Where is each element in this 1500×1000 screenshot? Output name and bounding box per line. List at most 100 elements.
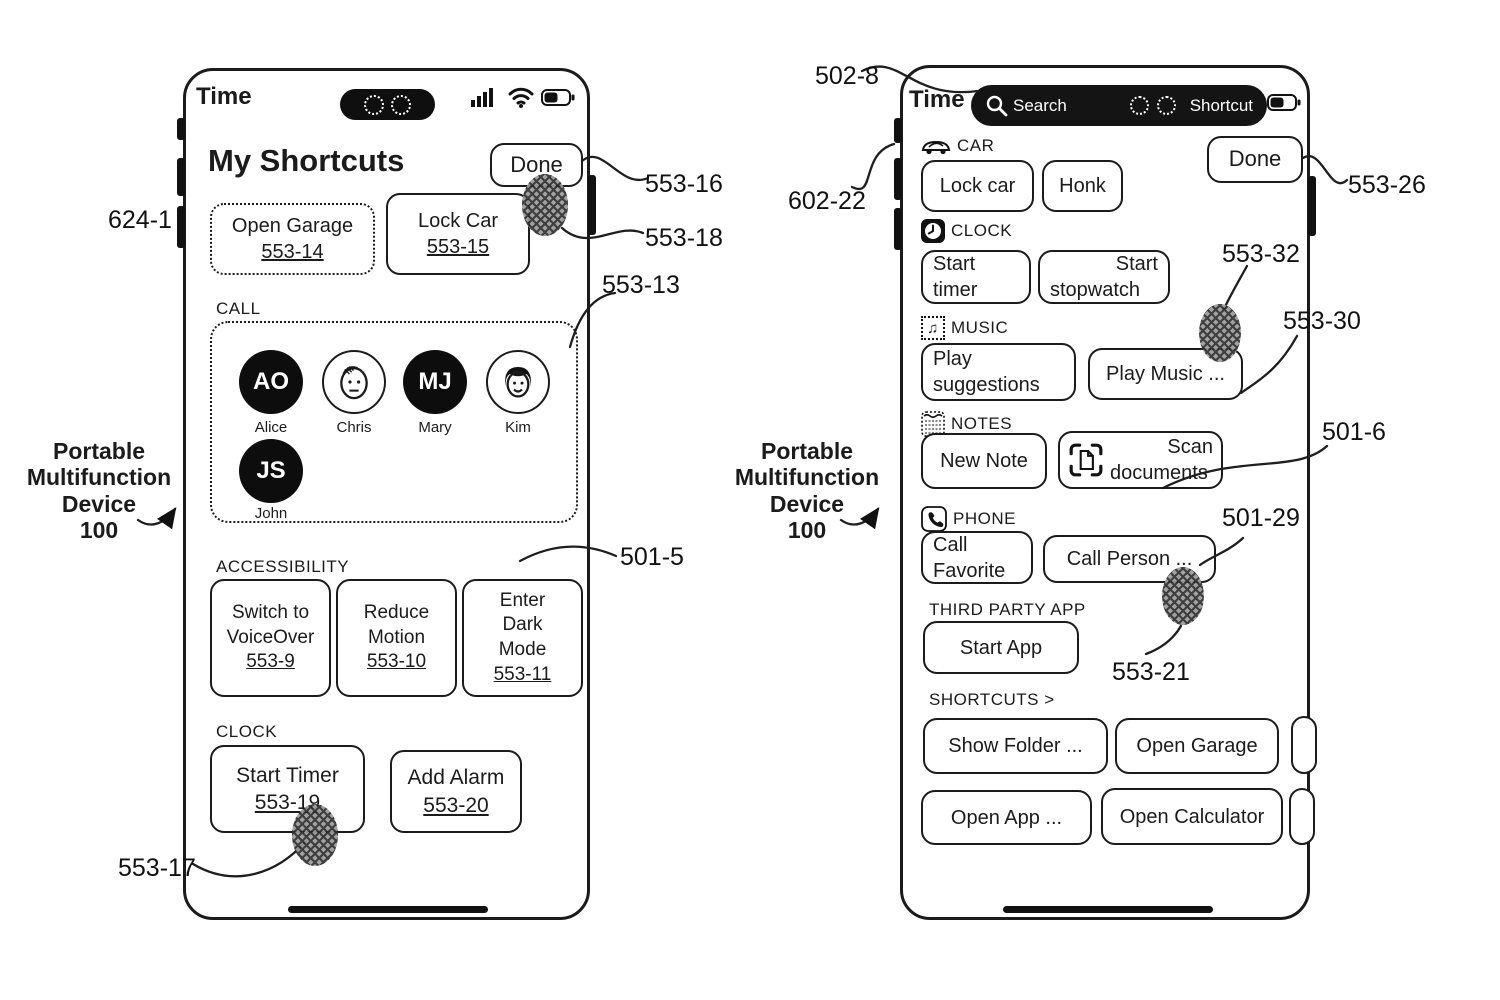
ref-602-22: 602-22: [788, 187, 866, 216]
ref-553-16: 553-16: [645, 170, 723, 199]
music-section-label: ♫ MUSIC: [921, 316, 1008, 340]
left-device-volume-down-button[interactable]: [177, 206, 185, 248]
contact-name: Alice: [226, 419, 316, 436]
shortcuts-partial-button[interactable]: [1289, 788, 1315, 845]
car-honk-button[interactable]: Honk: [1042, 160, 1123, 212]
clock-section-label: CLOCK: [921, 219, 1012, 243]
shortcuts-open-calculator-button[interactable]: Open Calculator: [1101, 788, 1283, 845]
ref-553-26: 553-26: [1348, 171, 1426, 200]
ref-553-30: 553-30: [1283, 307, 1361, 336]
scan-icon: [1068, 442, 1104, 478]
clock-start-stopwatch-button[interactable]: Start stopwatch: [1038, 250, 1170, 304]
chris-face-icon: [331, 358, 377, 406]
left-device-side-button[interactable]: [177, 118, 185, 140]
car-lock-car-button[interactable]: Lock car: [921, 160, 1034, 212]
right-device-side-button[interactable]: [894, 118, 902, 143]
contact-name: Kim: [473, 419, 563, 436]
touch-contact-553-21: [1162, 567, 1204, 625]
contact-alice-avatar[interactable]: AO: [239, 350, 303, 414]
music-play-suggestions-button[interactable]: Play suggestions: [921, 343, 1076, 401]
battery-icon: [1267, 94, 1301, 111]
left-device-volume-up-button[interactable]: [177, 158, 185, 196]
phone-icon: [921, 506, 947, 532]
ref-501-6: 501-6: [1322, 418, 1386, 447]
clock-section-label: CLOCK: [216, 722, 277, 742]
shortcut-start-timer-button[interactable]: Start Timer 553-19: [210, 745, 365, 833]
contact-name: John: [226, 505, 316, 522]
touch-contact-553-18: [522, 174, 568, 236]
left-device-caption: Portable Multifunction Device 100: [14, 438, 184, 544]
home-indicator[interactable]: [1003, 906, 1213, 913]
shortcut-add-alarm-button[interactable]: Add Alarm 553-20: [390, 750, 522, 833]
ref-501-29: 501-29: [1222, 504, 1300, 533]
ref-numeral: 553-15: [427, 234, 489, 260]
ref-553-13: 553-13: [602, 271, 680, 300]
contact-kim-avatar[interactable]: [486, 350, 550, 414]
ref-553-21: 553-21: [1112, 658, 1190, 687]
search-icon: [985, 94, 1009, 118]
car-section-label: CAR: [921, 136, 994, 156]
shortcut-voiceover-button[interactable]: Switch to VoiceOver 553-9: [210, 579, 331, 697]
contact-john-avatar[interactable]: JS: [239, 439, 303, 503]
phone-section-label: PHONE: [921, 506, 1016, 532]
sensor-icon: [391, 95, 411, 115]
touch-contact-553-17: [292, 804, 338, 866]
clock-start-timer-button[interactable]: Start timer: [921, 250, 1031, 304]
contact-mary-avatar[interactable]: MJ: [403, 350, 467, 414]
shortcuts-section-label[interactable]: SHORTCUTS >: [929, 690, 1055, 710]
ref-numeral: 553-14: [261, 239, 323, 265]
status-time: Time: [909, 86, 965, 114]
wifi-icon: [507, 85, 535, 109]
button-label: Lock Car: [418, 208, 498, 234]
search-label: Search: [1013, 96, 1067, 116]
button-label: Open Garage: [232, 213, 353, 239]
contact-name: Chris: [309, 419, 399, 436]
dynamic-island: [340, 89, 435, 120]
right-device-volume-up-button[interactable]: [894, 158, 902, 200]
shortcuts-show-folder-button[interactable]: Show Folder ...: [923, 718, 1108, 774]
third-party-app-section-label: THIRD PARTY APP: [929, 600, 1086, 620]
ref-553-32: 553-32: [1222, 240, 1300, 269]
ref-553-17: 553-17: [118, 854, 196, 883]
search-pill[interactable]: Search Shortcut: [971, 85, 1267, 126]
ref-624-1: 624-1: [108, 206, 172, 235]
signal-icon: [469, 87, 495, 109]
done-button[interactable]: Done: [1207, 136, 1303, 183]
contact-chris-avatar[interactable]: [322, 350, 386, 414]
notes-scan-documents-button[interactable]: Scan documents: [1058, 431, 1223, 489]
third-party-start-app-button[interactable]: Start App: [923, 621, 1079, 674]
accessibility-section-label: ACCESSIBILITY: [216, 557, 349, 577]
ref-553-18: 553-18: [645, 224, 723, 253]
shortcut-label: Shortcut: [1190, 96, 1253, 116]
right-device-power-button[interactable]: [1308, 176, 1316, 236]
right-device-volume-down-button[interactable]: [894, 208, 902, 250]
sensor-icon: [1157, 96, 1176, 115]
shortcut-open-garage-button[interactable]: Open Garage 553-14: [210, 203, 375, 275]
notes-new-note-button[interactable]: New Note: [921, 433, 1047, 489]
left-device-power-button[interactable]: [588, 175, 596, 235]
shortcut-lock-car-button[interactable]: Lock Car 553-15: [386, 193, 530, 275]
camera-icon: [364, 95, 384, 115]
touch-contact-553-32: [1199, 304, 1241, 362]
ref-501-5: 501-5: [620, 543, 684, 572]
page-title: My Shortcuts: [208, 143, 404, 179]
clock-icon: [921, 219, 945, 243]
right-device-frame: Time Search Shortcut Done: [900, 65, 1310, 920]
home-indicator[interactable]: [288, 906, 488, 913]
status-time: Time: [196, 83, 252, 111]
shortcuts-open-garage-button[interactable]: Open Garage: [1115, 718, 1279, 774]
ref-502-8: 502-8: [815, 62, 879, 91]
shortcut-reduce-motion-button[interactable]: Reduce Motion 553-10: [336, 579, 457, 697]
shortcuts-open-app-button[interactable]: Open App ...: [921, 790, 1092, 845]
phone-call-favorite-button[interactable]: Call Favorite: [921, 531, 1033, 584]
camera-icon: [1130, 96, 1149, 115]
right-device-caption: Portable Multifunction Device 100: [722, 438, 892, 544]
music-icon: ♫: [921, 316, 945, 340]
contact-name: Mary: [390, 419, 480, 436]
shortcut-dark-mode-button[interactable]: Enter Dark Mode 553-11: [462, 579, 583, 697]
shortcuts-partial-button[interactable]: [1291, 716, 1317, 774]
call-section-box: AO MJ Alice Chris: [210, 321, 578, 523]
kim-face-icon: [495, 358, 541, 406]
car-icon: [921, 136, 951, 156]
